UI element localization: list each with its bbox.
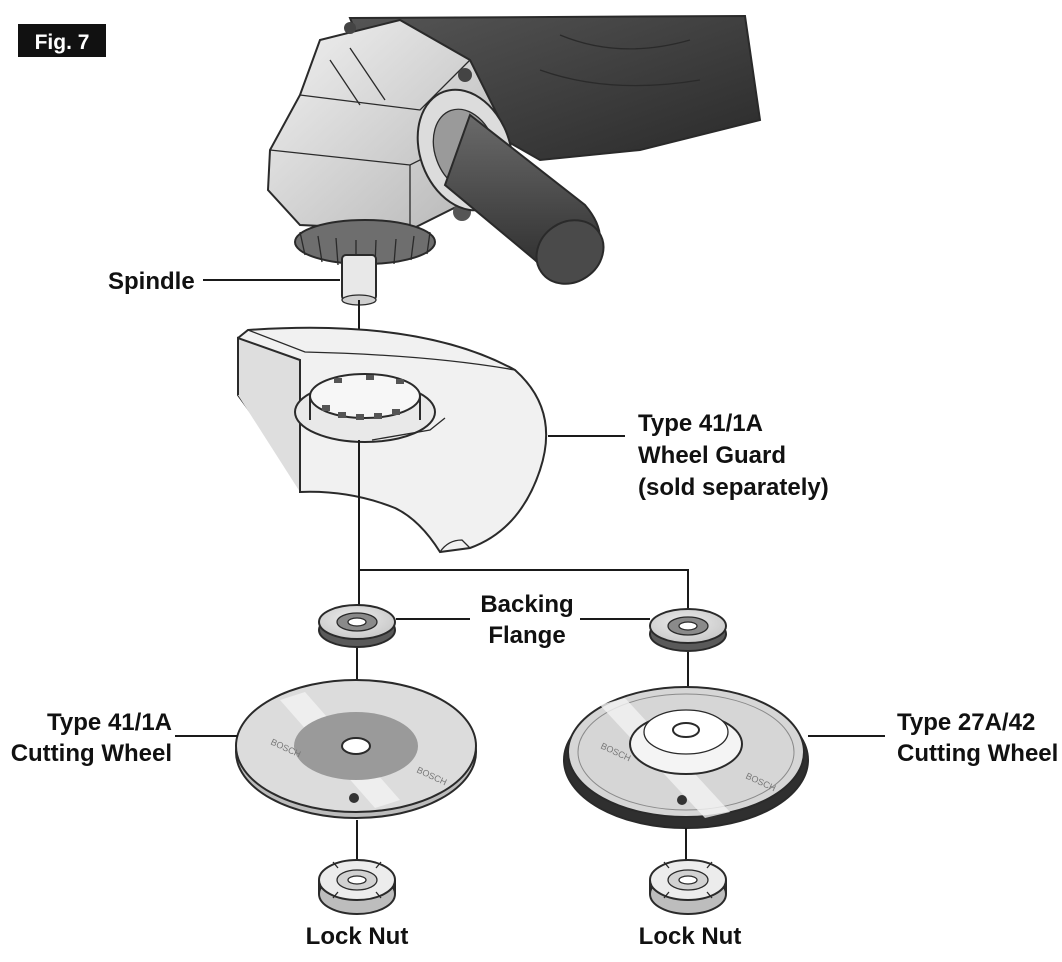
wheel-guard	[237, 326, 548, 554]
lock-nut-right	[649, 859, 727, 915]
screw-icon	[458, 68, 472, 82]
figure-tag-text: Fig. 7	[35, 31, 90, 54]
lock-nut-left	[318, 859, 396, 915]
label-wheel27-line2: Cutting Wheel	[897, 740, 1058, 767]
cutting-wheel-type41: BOSCH BOSCH	[235, 679, 477, 819]
backing-flange-left	[318, 604, 396, 648]
label-lock-nut-left: Lock Nut	[306, 923, 409, 950]
assembly-branch-line	[359, 569, 689, 620]
figure-tag: Fig. 7	[18, 24, 106, 57]
label-wheel-guard-line1: Type 41/1A	[638, 410, 763, 437]
backing-flange-right	[649, 608, 727, 652]
label-wheel-guard-line3: (sold separately)	[638, 474, 829, 501]
label-wheel41-line2: Cutting Wheel	[11, 740, 172, 767]
angle-grinder	[266, 14, 762, 306]
cutting-wheel-type27: BOSCH BOSCH	[563, 686, 809, 829]
label-wheel-guard-line2: Wheel Guard	[638, 442, 786, 469]
label-backing-flange-line2: Flange	[488, 622, 565, 649]
label-wheel41-line1: Type 41/1A	[47, 709, 172, 736]
spindle	[341, 254, 377, 306]
screw-icon	[344, 22, 356, 34]
label-lock-nut-right: Lock Nut	[639, 923, 742, 950]
side-handle	[416, 88, 605, 285]
label-spindle: Spindle	[108, 268, 195, 295]
label-backing-flange-line1: Backing	[480, 591, 573, 618]
label-wheel27-line1: Type 27A/42	[897, 709, 1035, 736]
